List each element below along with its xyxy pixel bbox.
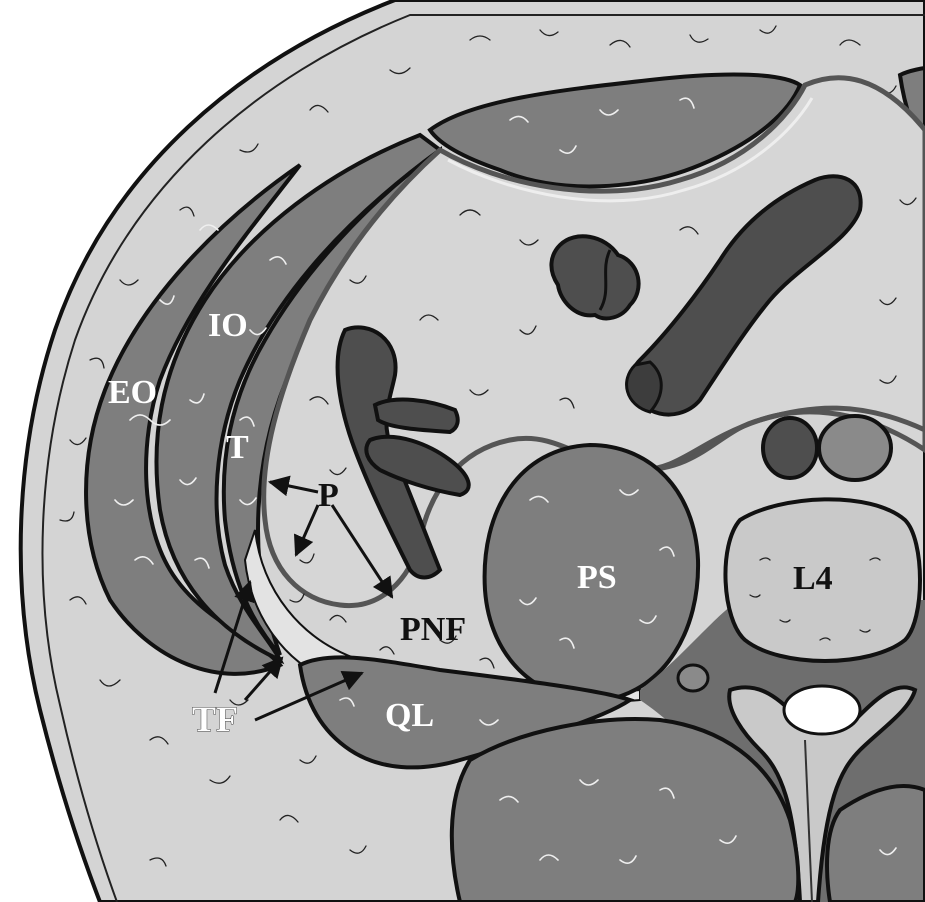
small-node <box>678 665 708 691</box>
label-p: P <box>318 477 339 514</box>
label-eo: EO <box>108 374 157 411</box>
label-ps: PS <box>577 559 617 596</box>
label-io: IO <box>208 307 248 344</box>
label-l4: L4 <box>793 560 833 597</box>
label-ql: QL <box>385 697 434 734</box>
label-pnf: PNF <box>400 611 466 648</box>
label-t: T <box>226 429 249 466</box>
vessel-left <box>763 418 817 478</box>
vessel-right <box>819 416 891 480</box>
label-tf: TF <box>192 699 238 739</box>
spinal-canal <box>784 686 860 734</box>
